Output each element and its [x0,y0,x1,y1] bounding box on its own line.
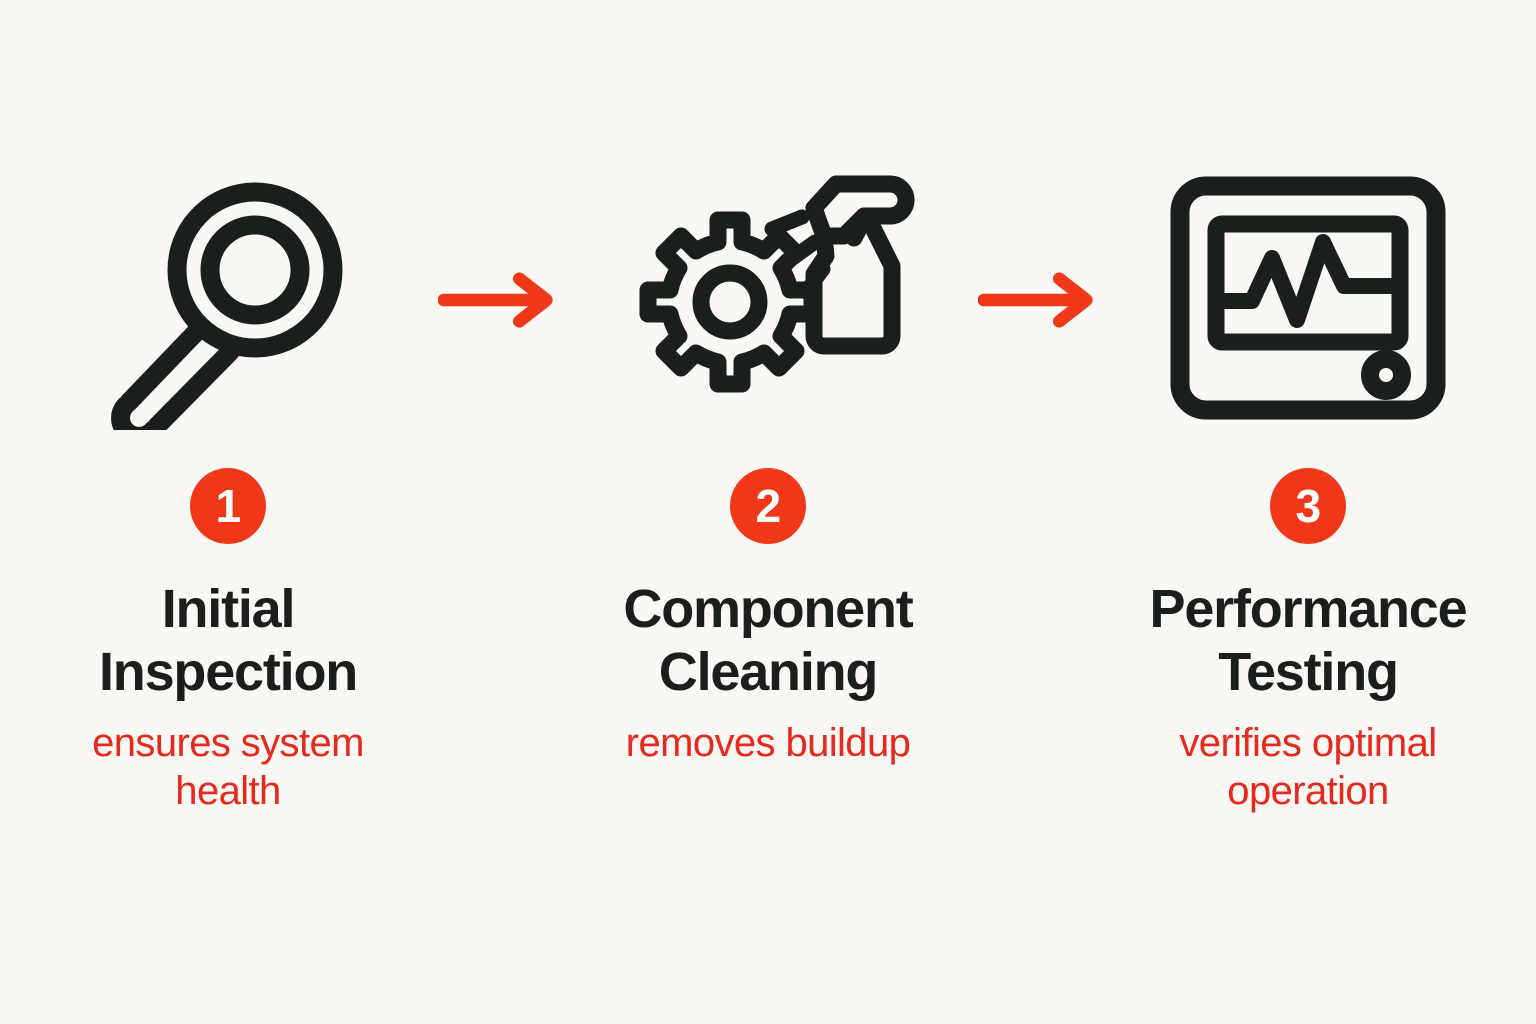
step-3: 3 Performance Testing verifies optimal o… [1098,150,1518,815]
gear-spray-bottle-icon [618,150,918,450]
waveform-line [1210,234,1407,328]
connector-1 [438,150,558,450]
step-2: 2 Component Cleaning removes buildup [558,150,978,767]
step-number-badge: 2 [730,468,806,544]
arrow-right-icon [978,272,1093,328]
step-subtitle: removes buildup [625,721,911,766]
step-title: Initial Inspection [98,579,358,702]
step-number-badge: 3 [1270,468,1346,544]
connector-2 [978,150,1098,450]
gear-icon [639,211,821,393]
step-number-badge: 1 [190,468,266,544]
step-title: Component Cleaning [623,579,913,702]
monitor-waveform-icon [1158,150,1458,450]
magnifying-glass-icon [78,150,378,450]
steps-row: 1 Initial Inspection ensures system heal… [0,150,1536,815]
step-subtitle: ensures system health [92,721,364,814]
step-1: 1 Initial Inspection ensures system heal… [18,150,438,815]
monitor-frame [1170,176,1446,420]
power-led-icon [1361,350,1411,400]
arrow-right-icon [438,272,553,328]
step-subtitle: verifies optimal operation [1179,721,1437,814]
spray-bottle-icon [805,175,915,355]
step-title: Performance Testing [1149,579,1468,702]
